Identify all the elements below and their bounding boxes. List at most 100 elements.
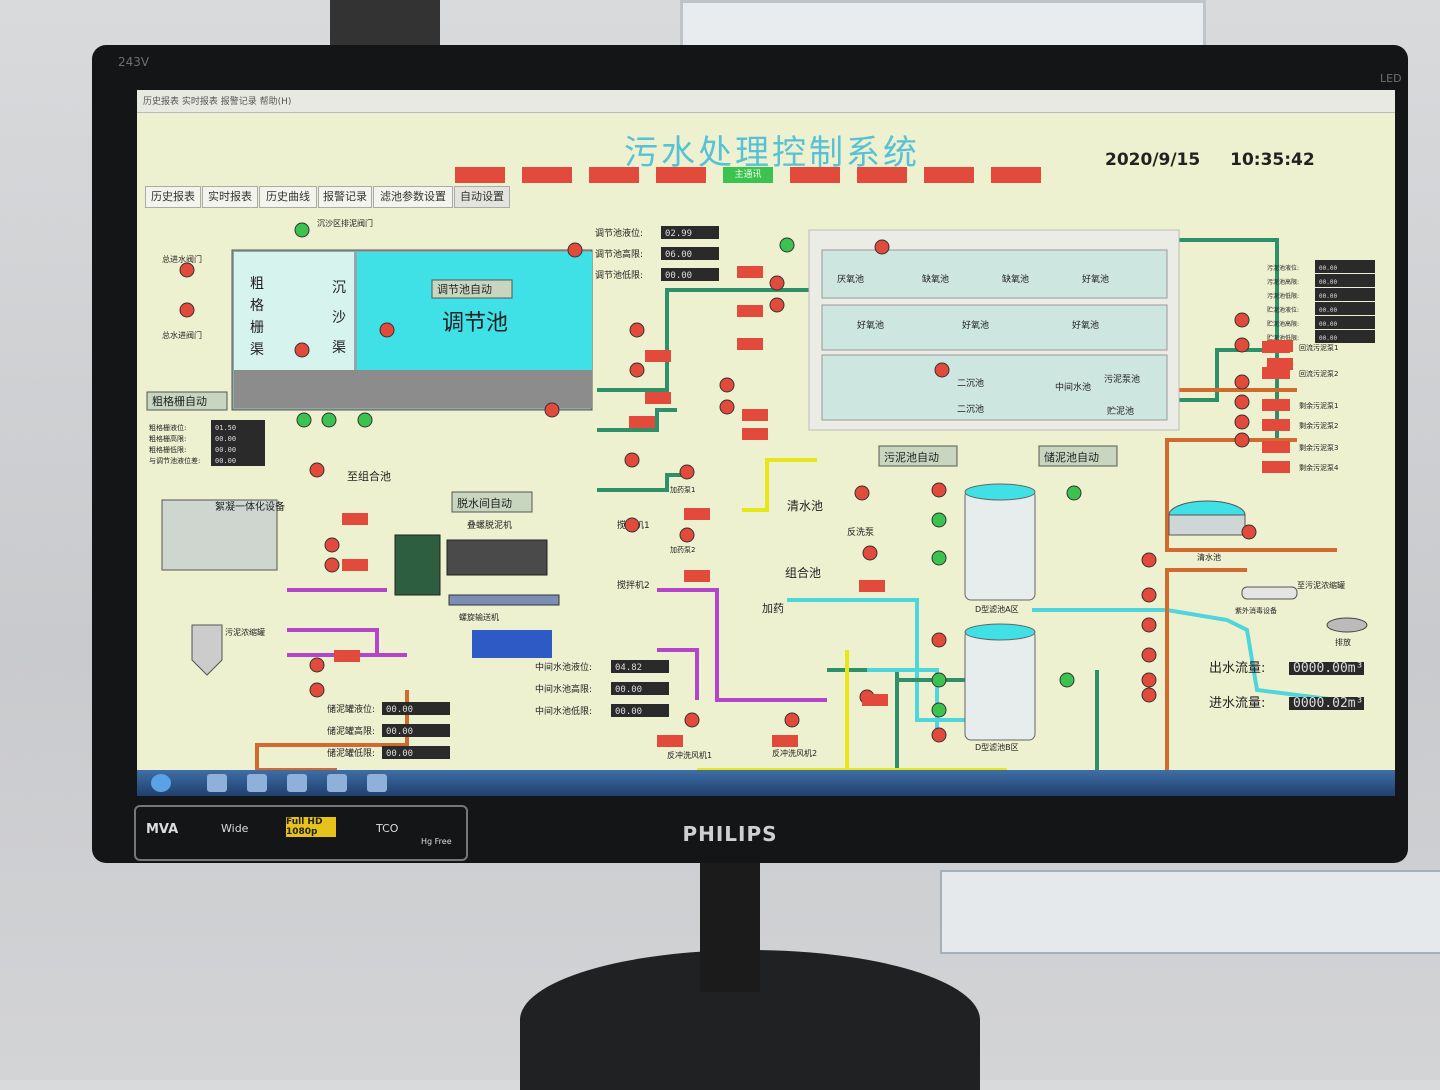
tab-0[interactable]: 历史报表	[145, 186, 201, 208]
tab-4[interactable]: 滤池参数设置	[373, 186, 453, 208]
valve-icon[interactable]	[934, 362, 950, 378]
valve-icon[interactable]	[309, 682, 325, 698]
valve-icon[interactable]	[1141, 687, 1157, 703]
alarm-indicator[interactable]	[857, 167, 907, 183]
valve-icon[interactable]	[294, 222, 310, 238]
equipment-status-box	[645, 350, 671, 362]
valve-icon[interactable]	[719, 399, 735, 415]
readout-box	[382, 702, 450, 715]
regulating-auto-button[interactable]	[431, 279, 513, 299]
valve-icon[interactable]	[779, 237, 795, 253]
readout-label: 粗格栅低限:	[149, 445, 186, 454]
grate-auto-button[interactable]	[146, 391, 228, 411]
valve-icon[interactable]	[1234, 432, 1250, 448]
valve-icon[interactable]	[931, 482, 947, 498]
readout-box	[611, 682, 669, 695]
menu-items[interactable]: 历史报表 实时报表 报警记录 帮助(H)	[143, 97, 292, 107]
taskbar-app-icon[interactable]	[247, 774, 267, 792]
dewatering-machine-label: 叠螺脱泥机	[467, 519, 512, 531]
equipment-status-box	[684, 570, 710, 582]
valve-icon[interactable]	[309, 657, 325, 673]
dewatering-auto-button[interactable]	[451, 491, 533, 513]
valve-icon[interactable]	[179, 302, 195, 318]
valve-icon[interactable]	[1234, 394, 1250, 410]
readout-box	[611, 704, 669, 717]
valve-icon[interactable]	[862, 545, 878, 561]
valve-icon[interactable]	[1234, 414, 1250, 430]
valve-icon[interactable]	[1234, 337, 1250, 353]
taskbar-app-icon[interactable]	[287, 774, 307, 792]
app-menu-bar[interactable]: 历史报表 实时报表 报警记录 帮助(H)	[137, 90, 1395, 113]
bio-top-0: 厌氧池	[837, 273, 864, 285]
bio-bot-0: 二沉池	[957, 377, 984, 389]
tab-5[interactable]: 自动设置	[454, 186, 510, 208]
taskbar-app-icon[interactable]	[207, 774, 227, 792]
valve-icon[interactable]	[324, 557, 340, 573]
storage-auto-button[interactable]	[1038, 445, 1118, 467]
valve-icon[interactable]	[544, 402, 560, 418]
start-button-icon[interactable]	[151, 774, 171, 792]
valve-icon[interactable]	[179, 262, 195, 278]
valve-icon[interactable]	[1241, 524, 1257, 540]
valve-icon[interactable]	[624, 517, 640, 533]
valve-icon[interactable]	[309, 462, 325, 478]
valve-icon[interactable]	[931, 727, 947, 743]
valve-icon[interactable]	[1141, 587, 1157, 603]
valve-icon[interactable]	[629, 362, 645, 378]
tab-2[interactable]: 历史曲线	[259, 186, 317, 208]
readout-label: 与调节池液位差:	[149, 456, 200, 465]
valve-icon[interactable]	[874, 239, 890, 255]
valve-icon[interactable]	[931, 672, 947, 688]
valve-icon[interactable]	[1234, 312, 1250, 328]
alarm-indicator[interactable]	[924, 167, 974, 183]
sludge-auto-button[interactable]	[878, 445, 958, 467]
dewatering-auto-label: 脱水间自动	[457, 496, 512, 510]
valve-icon[interactable]	[679, 464, 695, 480]
valve-icon[interactable]	[324, 537, 340, 553]
valve-icon[interactable]	[1234, 374, 1250, 390]
valve-icon[interactable]	[931, 550, 947, 566]
taskbar-app-icon[interactable]	[367, 774, 387, 792]
alarm-indicator[interactable]: 主通讯	[723, 167, 773, 183]
monitor-led-label: LED	[1380, 72, 1402, 85]
valve-icon[interactable]	[294, 342, 310, 358]
alarm-indicator[interactable]	[589, 167, 639, 183]
storage-auto-label: 储泥池自动	[1044, 450, 1099, 464]
valve-icon[interactable]	[567, 242, 583, 258]
valve-icon[interactable]	[679, 527, 695, 543]
valve-icon[interactable]	[624, 452, 640, 468]
valve-icon[interactable]	[1141, 617, 1157, 633]
valve-icon[interactable]	[784, 712, 800, 728]
valve-icon[interactable]	[629, 322, 645, 338]
valve-icon[interactable]	[769, 297, 785, 313]
valve-icon[interactable]	[1066, 485, 1082, 501]
valve-icon[interactable]	[931, 702, 947, 718]
tab-1[interactable]: 实时报表	[202, 186, 258, 208]
alarm-indicator[interactable]	[522, 167, 572, 183]
valve-icon[interactable]	[357, 412, 373, 428]
readout-box	[1315, 316, 1375, 329]
alarm-indicator[interactable]	[991, 167, 1041, 183]
valve-icon[interactable]	[1141, 647, 1157, 663]
readout-box	[1315, 288, 1375, 301]
valve-icon[interactable]	[931, 512, 947, 528]
sand-label-0: 沉	[332, 280, 346, 296]
valve-icon[interactable]	[931, 632, 947, 648]
taskbar-app-icon[interactable]	[327, 774, 347, 792]
dewatering-area: 脱水间自动 叠螺脱泥机 螺旋输送机 絮凝一体化设备 至组合池 污泥浓缩罐	[161, 469, 560, 676]
valve-icon[interactable]	[1059, 672, 1075, 688]
alarm-indicator[interactable]	[790, 167, 840, 183]
alarm-indicator[interactable]	[455, 167, 505, 183]
valve-icon[interactable]	[1141, 552, 1157, 568]
alarm-indicator[interactable]	[656, 167, 706, 183]
valve-icon[interactable]	[321, 412, 337, 428]
tab-3[interactable]: 报警记录	[318, 186, 372, 208]
valve-icon[interactable]	[719, 377, 735, 393]
valve-icon[interactable]	[684, 712, 700, 728]
valve-icon[interactable]	[296, 412, 312, 428]
readout-value: 00.00	[1319, 321, 1337, 328]
valve-icon[interactable]	[1141, 672, 1157, 688]
valve-icon[interactable]	[769, 275, 785, 291]
valve-icon[interactable]	[854, 485, 870, 501]
valve-icon[interactable]	[379, 322, 395, 338]
